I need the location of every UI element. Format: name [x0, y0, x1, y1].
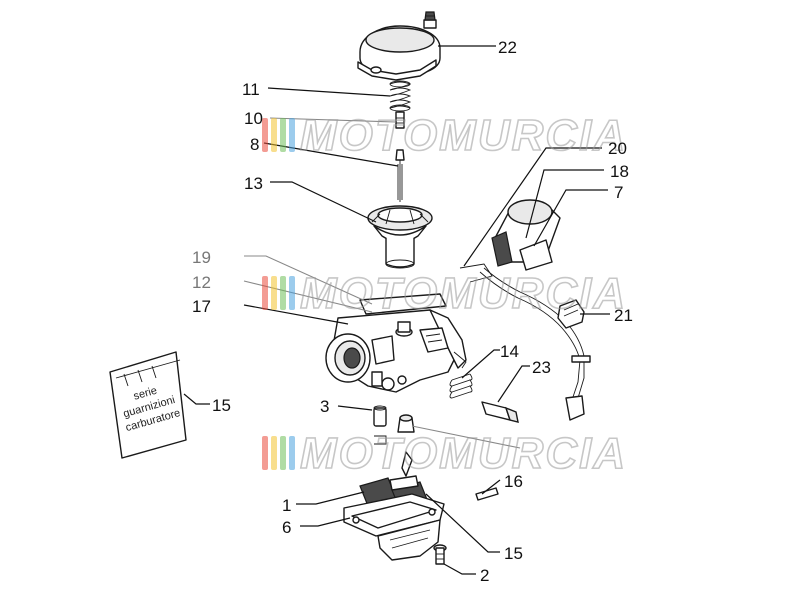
callout-23: 23: [532, 358, 551, 377]
part-choke: [459, 199, 591, 421]
callout-19: 19: [192, 248, 211, 267]
callout-15-pouch: 15: [212, 396, 231, 415]
callout-labels: 22 11 10 8 13 20 18 7 19 12 17 21 14 23 …: [192, 38, 633, 585]
callout-16: 16: [504, 472, 523, 491]
part-jet: [373, 405, 387, 445]
callout-22: 22: [498, 38, 517, 57]
part-top-cover: [357, 11, 441, 81]
part-screw-2: [433, 544, 447, 565]
part-float-bowl: [343, 493, 445, 561]
callout-15-bowl: 15: [504, 544, 523, 563]
callout-12: 12: [192, 273, 211, 292]
callout-3: 3: [320, 397, 329, 416]
leader-lines: [183, 45, 610, 575]
callout-11: 11: [242, 80, 260, 99]
part-float-valve: [397, 414, 415, 477]
callout-8: 8: [250, 135, 259, 154]
callout-17: 17: [192, 297, 211, 316]
watermark-text-2: MOTOMURCIA: [300, 269, 627, 318]
callout-7: 7: [614, 183, 623, 202]
part-gasket-pouch: serie guarnizioni carburatore: [109, 351, 187, 459]
part-screw-23: [481, 401, 519, 423]
callout-2: 2: [480, 566, 489, 585]
part-pin: [475, 487, 499, 501]
part-carburetor-body: [325, 293, 467, 393]
callout-21: 21: [614, 306, 633, 325]
callout-20: 20: [608, 139, 627, 158]
watermark-3: MOTOMURCIA: [262, 428, 627, 479]
watermark-text-3: MOTOMURCIA: [300, 429, 627, 478]
part-clip: [557, 299, 585, 329]
callout-13: 13: [244, 174, 263, 193]
callout-6: 6: [282, 518, 291, 537]
callout-10: 10: [244, 109, 263, 128]
part-spring-11: [389, 80, 412, 112]
watermark-text-1: MOTOMURCIA: [300, 111, 627, 160]
watermark-1: MOTOMURCIA: [262, 110, 627, 161]
callout-1: 1: [282, 496, 291, 515]
callout-18: 18: [610, 162, 629, 181]
callout-14: 14: [500, 342, 519, 361]
part-vacuum-piston: [367, 205, 433, 269]
part-spring-14: [449, 373, 473, 399]
watermark-2: MOTOMURCIA: [262, 268, 627, 319]
part-needle: [395, 111, 405, 202]
